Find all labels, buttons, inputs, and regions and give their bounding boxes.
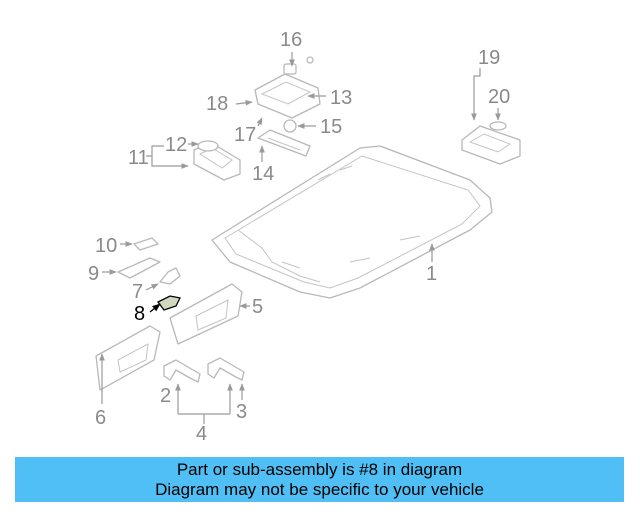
sunvisor-holder-part	[117, 237, 181, 285]
sunvisor-right-part	[169, 283, 243, 345]
callout-labels: 1 2 3 4 5 6 7 8 9 10 11 12 13 14 15 16 1…	[88, 29, 510, 445]
callout-4: 4	[196, 423, 207, 445]
callout-20: 20	[488, 86, 510, 108]
assist-grip-part	[163, 357, 245, 383]
callout-10: 10	[95, 235, 117, 257]
callout-18: 18	[206, 93, 228, 115]
leader-lines	[99, 52, 501, 424]
callout-17: 17	[234, 124, 256, 146]
callout-11: 11	[128, 147, 149, 169]
callout-9: 9	[88, 263, 99, 285]
parts-diagram: 1 2 3 4 5 6 7 8 9 10 11 12 13 14 15 16 1…	[88, 29, 521, 445]
callout-7: 7	[132, 281, 143, 303]
callout-1: 1	[426, 263, 437, 285]
callout-6: 6	[95, 407, 106, 429]
callout-13: 13	[330, 87, 352, 109]
part-8-clip	[157, 295, 181, 311]
dome-light-part	[254, 56, 321, 133]
callout-16: 16	[280, 29, 302, 51]
cargo-lamp-part	[461, 121, 521, 165]
part-8-leader	[149, 303, 161, 313]
callout-14: 14	[252, 163, 274, 185]
callout-12: 12	[165, 134, 187, 156]
callout-15: 15	[320, 116, 342, 138]
headliner-part	[211, 145, 493, 299]
info-banner: Part or sub-assembly is #8 in diagram Di…	[15, 457, 624, 502]
callout-3: 3	[236, 401, 247, 423]
callout-2: 2	[160, 385, 171, 407]
callout-19: 19	[478, 47, 500, 69]
callout-8: 8	[134, 303, 145, 325]
bracket-part	[257, 129, 311, 157]
banner-line-2: Diagram may not be specific to your vehi…	[155, 479, 484, 499]
callout-5: 5	[252, 296, 263, 318]
sunvisor-left-part	[95, 325, 161, 391]
map-light-part	[193, 140, 241, 181]
banner-line-1: Part or sub-assembly is #8 in diagram	[176, 459, 463, 479]
